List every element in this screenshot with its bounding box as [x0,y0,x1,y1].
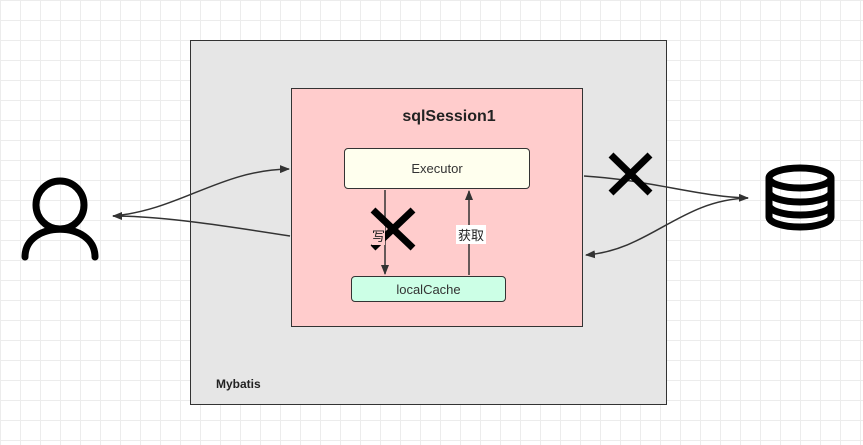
sql-session-title: sqlSession1 [402,108,496,125]
local-cache-box: localCache [351,276,506,302]
write-label: 写 [372,226,386,245]
user-icon [21,177,99,261]
db-result-arrow [585,197,749,259]
response-arrow [112,212,291,237]
executor-box: Executor [344,148,530,189]
database-icon [765,164,835,231]
request-arrow [112,165,290,217]
local-cache-label: localCache [396,281,461,297]
mybatis-label: Mybatis [216,377,261,391]
query-db-arrow [583,175,749,202]
read-label: 获取 [456,225,487,244]
cross-icon [608,152,653,196]
executor-label: Executor [411,161,463,176]
